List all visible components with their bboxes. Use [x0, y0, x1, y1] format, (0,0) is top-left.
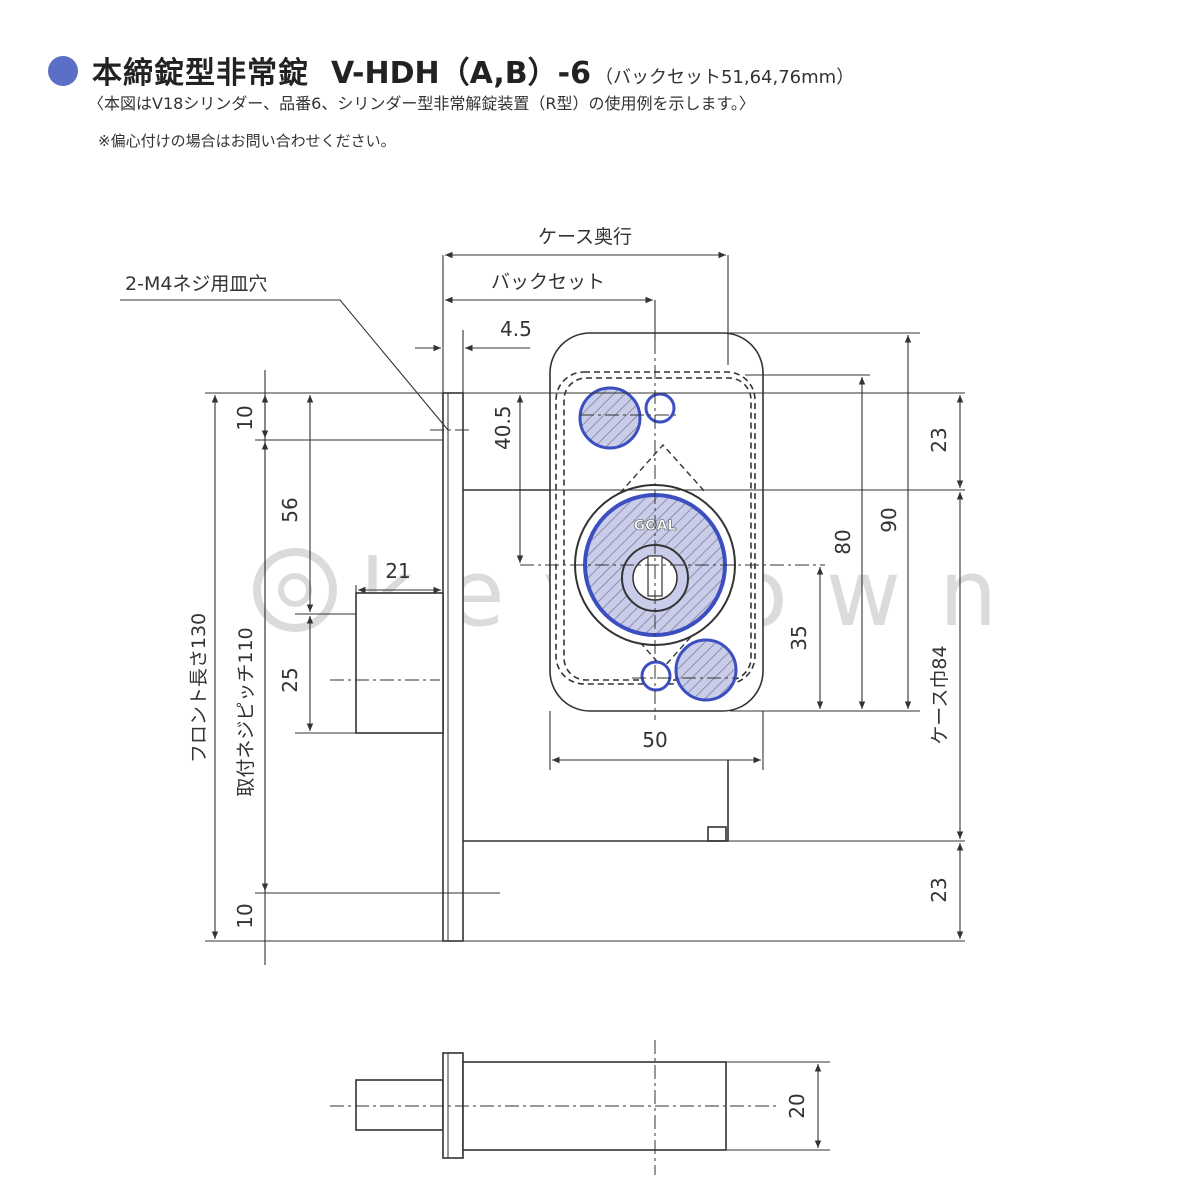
- title-row: 本締錠型非常錠 V-HDH（A,B）-6（バックセット51,64,76mm）: [92, 48, 854, 92]
- model-number: V-HDH（A,B）-6: [331, 56, 591, 91]
- screw-hole-small-top: [644, 392, 676, 424]
- usage-note: 〈本図はV18シリンダー、品番6、シリンダー型非常解錠装置（R型）の使用例を示し…: [88, 94, 755, 113]
- dim-40-5: 40.5: [491, 405, 515, 450]
- dim-10-bottom: 10: [233, 903, 257, 928]
- backset-label: バックセット: [491, 271, 605, 293]
- dim-21: 21: [385, 559, 410, 583]
- dim-80: 80: [831, 529, 855, 554]
- eccentric-note: ※偏心付けの場合はお問い合わせください。: [98, 132, 396, 150]
- screw-pitch-label: 取付ネジピッチ110: [235, 627, 257, 796]
- dim-20: 20: [785, 1093, 809, 1118]
- dim-50: 50: [642, 728, 667, 752]
- screw-hole-label: 2-M4ネジ用皿穴: [125, 273, 267, 295]
- page-title: 本締錠型非常錠: [92, 56, 309, 91]
- dim-23-top: 23: [927, 427, 951, 452]
- deadbolt: [355, 592, 444, 734]
- dim-10-top: 10: [233, 405, 257, 430]
- dim-23-bottom: 23: [927, 877, 951, 902]
- screw-hole-bottom: [674, 638, 738, 702]
- screw-hole-small-bottom: [640, 660, 672, 692]
- case-width-label: ケース巾84: [929, 645, 951, 744]
- dim-4-5: 4.5: [500, 317, 532, 341]
- dimension-lines: [120, 251, 965, 965]
- backset-note: （バックセット51,64,76mm）: [594, 67, 855, 88]
- screw-hole-top: [578, 386, 642, 450]
- front-plate: [442, 392, 464, 942]
- dim-90: 90: [877, 507, 901, 532]
- bullet-icon: [48, 56, 78, 86]
- case-depth-label: ケース奥行: [538, 226, 632, 248]
- front-length-label: フロント長さ130: [188, 613, 210, 763]
- dim-35: 35: [787, 625, 811, 650]
- dim-25: 25: [278, 667, 302, 692]
- hatched-circles: [578, 386, 738, 702]
- center-lines: [330, 340, 825, 720]
- dim-56: 56: [278, 497, 302, 522]
- case-slot: [707, 826, 727, 842]
